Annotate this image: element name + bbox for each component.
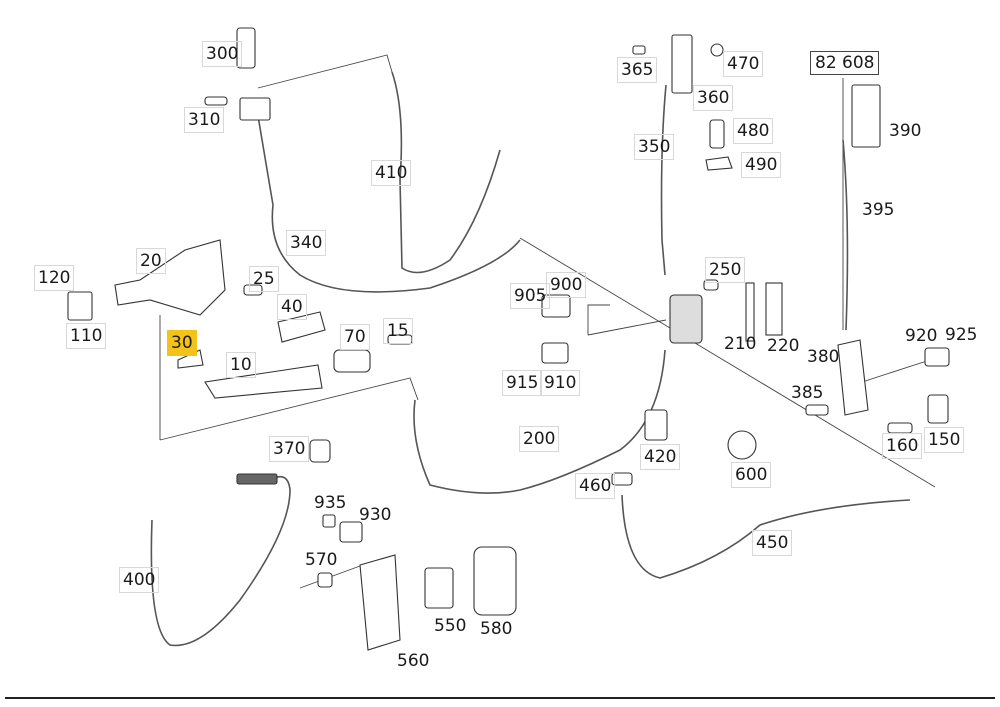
- callout-920[interactable]: 920: [905, 326, 938, 346]
- part-20-shape: [114, 239, 226, 316]
- callout-25[interactable]: 25: [249, 266, 279, 292]
- callout-10[interactable]: 10: [226, 352, 256, 378]
- part-310-screw: [204, 96, 228, 106]
- callout-310[interactable]: 310: [184, 107, 225, 133]
- part-470-nut: [710, 43, 724, 57]
- part-580-shape: [473, 546, 517, 616]
- callout-550[interactable]: 550: [434, 616, 467, 636]
- cable-340: [256, 109, 521, 293]
- part-360-shape: [671, 34, 693, 94]
- part-910-shape: [541, 342, 569, 364]
- callout-370[interactable]: 370: [269, 436, 310, 462]
- part-935-shape: [322, 514, 336, 528]
- part-490-clip: [705, 156, 733, 171]
- part-220-shape: [765, 282, 783, 336]
- callout-110[interactable]: 110: [66, 323, 107, 349]
- callout-160[interactable]: 160: [882, 433, 923, 459]
- callout-15[interactable]: 15: [383, 318, 413, 344]
- callout-340[interactable]: 340: [286, 230, 327, 256]
- callout-360[interactable]: 360: [693, 85, 734, 111]
- part-160-screw: [887, 422, 913, 434]
- callout-200[interactable]: 200: [519, 426, 560, 452]
- callout-480[interactable]: 480: [733, 118, 774, 144]
- callout-420[interactable]: 420: [640, 444, 681, 470]
- callout-350[interactable]: 350: [634, 134, 675, 160]
- callout-910[interactable]: 910: [540, 370, 581, 396]
- part-930-shape: [339, 521, 363, 543]
- callout-490[interactable]: 490: [741, 152, 782, 178]
- callout-410[interactable]: 410: [371, 160, 412, 186]
- callout-70[interactable]: 70: [340, 324, 370, 350]
- cable-395: [842, 139, 849, 331]
- part-600-ring: [727, 430, 757, 460]
- callout-905[interactable]: 905: [510, 283, 551, 309]
- part-570-shape: [317, 572, 333, 588]
- part-560-shape: [359, 554, 401, 651]
- cable-410: [391, 71, 501, 274]
- part-150-shape: [927, 394, 949, 424]
- part-380-shape: [837, 339, 869, 416]
- part-460-shape: [611, 472, 633, 486]
- callout-20[interactable]: 20: [136, 248, 166, 274]
- part-365-screw: [632, 45, 646, 55]
- callout-385[interactable]: 385: [791, 383, 824, 403]
- callout-250[interactable]: 250: [705, 257, 746, 283]
- part-920-shape: [924, 347, 950, 367]
- callout-935[interactable]: 935: [314, 493, 347, 513]
- callout-900[interactable]: 900: [546, 272, 587, 298]
- callout-395[interactable]: 395: [862, 200, 895, 220]
- leader-lines: [159, 54, 936, 589]
- callout-460[interactable]: 460: [575, 473, 616, 499]
- cable-450: [621, 494, 911, 579]
- callout-210[interactable]: 210: [724, 334, 757, 354]
- part-210-shape: [745, 282, 755, 342]
- callout-30-highlighted[interactable]: 30: [167, 330, 197, 356]
- part-shapes: [67, 27, 950, 651]
- callout-150[interactable]: 150: [924, 427, 965, 453]
- callout-560[interactable]: 560: [397, 651, 430, 671]
- callout-40[interactable]: 40: [277, 294, 307, 320]
- part-cable-end: [236, 473, 278, 485]
- cables: [150, 71, 911, 647]
- callout-220[interactable]: 220: [767, 336, 800, 356]
- part-25-screw: [243, 284, 263, 296]
- reference-box-82-608[interactable]: 82 608: [810, 51, 880, 75]
- part-480-screw: [709, 119, 725, 149]
- callout-120[interactable]: 120: [34, 265, 75, 291]
- part-370-shape: [309, 439, 331, 463]
- part-300-bracket: [239, 97, 271, 121]
- cable-200: [413, 349, 666, 494]
- part-110-shape: [67, 291, 93, 321]
- callout-925[interactable]: 925: [945, 325, 978, 345]
- callout-930[interactable]: 930: [359, 505, 392, 525]
- callout-380[interactable]: 380: [807, 347, 840, 367]
- part-420-shape: [644, 409, 668, 441]
- callout-470[interactable]: 470: [723, 51, 764, 77]
- bottom-divider: [5, 697, 995, 699]
- callout-600[interactable]: 600: [731, 462, 772, 488]
- part-10-handle: [204, 364, 323, 399]
- callout-390[interactable]: 390: [889, 121, 922, 141]
- callout-450[interactable]: 450: [752, 530, 793, 556]
- part-385-screw: [805, 404, 829, 416]
- cable-400: [150, 475, 291, 647]
- part-lock-shape: [669, 294, 703, 344]
- cable-350: [660, 84, 667, 276]
- callout-580[interactable]: 580: [480, 619, 513, 639]
- callout-570[interactable]: 570: [305, 550, 338, 570]
- callout-915[interactable]: 915: [502, 370, 543, 396]
- part-390-shape: [851, 84, 881, 148]
- part-900-shape: [541, 294, 571, 318]
- part-70-shape: [333, 349, 371, 373]
- part-550-shape: [424, 567, 454, 609]
- callout-400[interactable]: 400: [119, 567, 160, 593]
- callout-365[interactable]: 365: [617, 57, 658, 83]
- callout-300[interactable]: 300: [202, 41, 243, 67]
